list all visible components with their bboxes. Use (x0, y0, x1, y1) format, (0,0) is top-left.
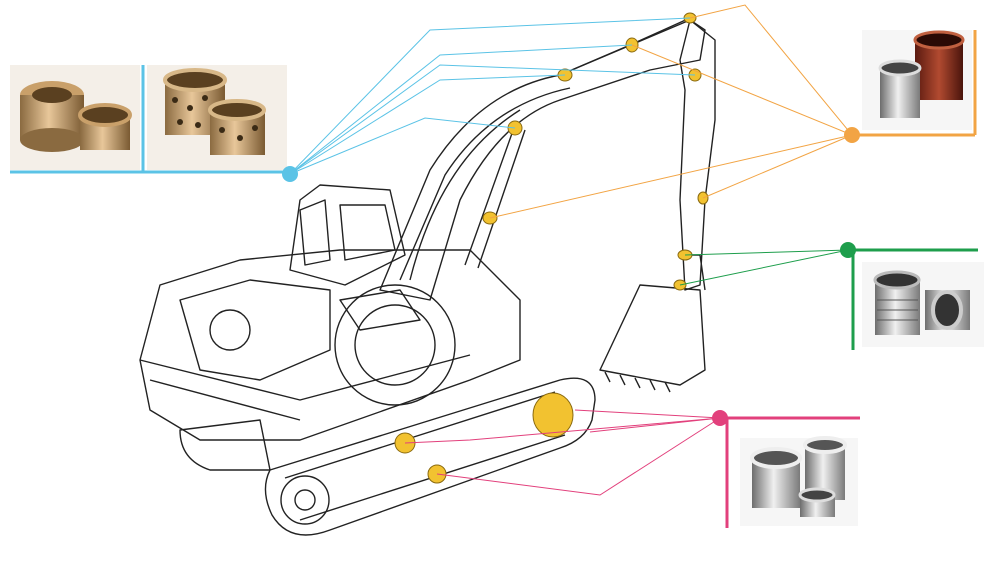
callout-orange (489, 4, 977, 219)
callout-dot-pink (712, 410, 728, 426)
boom-cylinder (464, 124, 526, 269)
engine-housing (139, 249, 521, 441)
cab (289, 184, 406, 286)
bushing-marker (532, 392, 574, 438)
excavator-drawing (139, 17, 716, 536)
callout-dot-green (840, 242, 856, 258)
idler-wheel (280, 475, 330, 525)
callout-green (679, 242, 984, 350)
callout-pink (404, 409, 860, 528)
highlighted-bushings (394, 12, 709, 484)
track-rear (179, 419, 271, 471)
callout-blue (10, 17, 696, 182)
callout-dot-orange (844, 127, 860, 143)
callout-dot-blue (282, 166, 298, 182)
track-front (264, 377, 596, 536)
boom (379, 19, 706, 301)
bucket (599, 284, 706, 386)
